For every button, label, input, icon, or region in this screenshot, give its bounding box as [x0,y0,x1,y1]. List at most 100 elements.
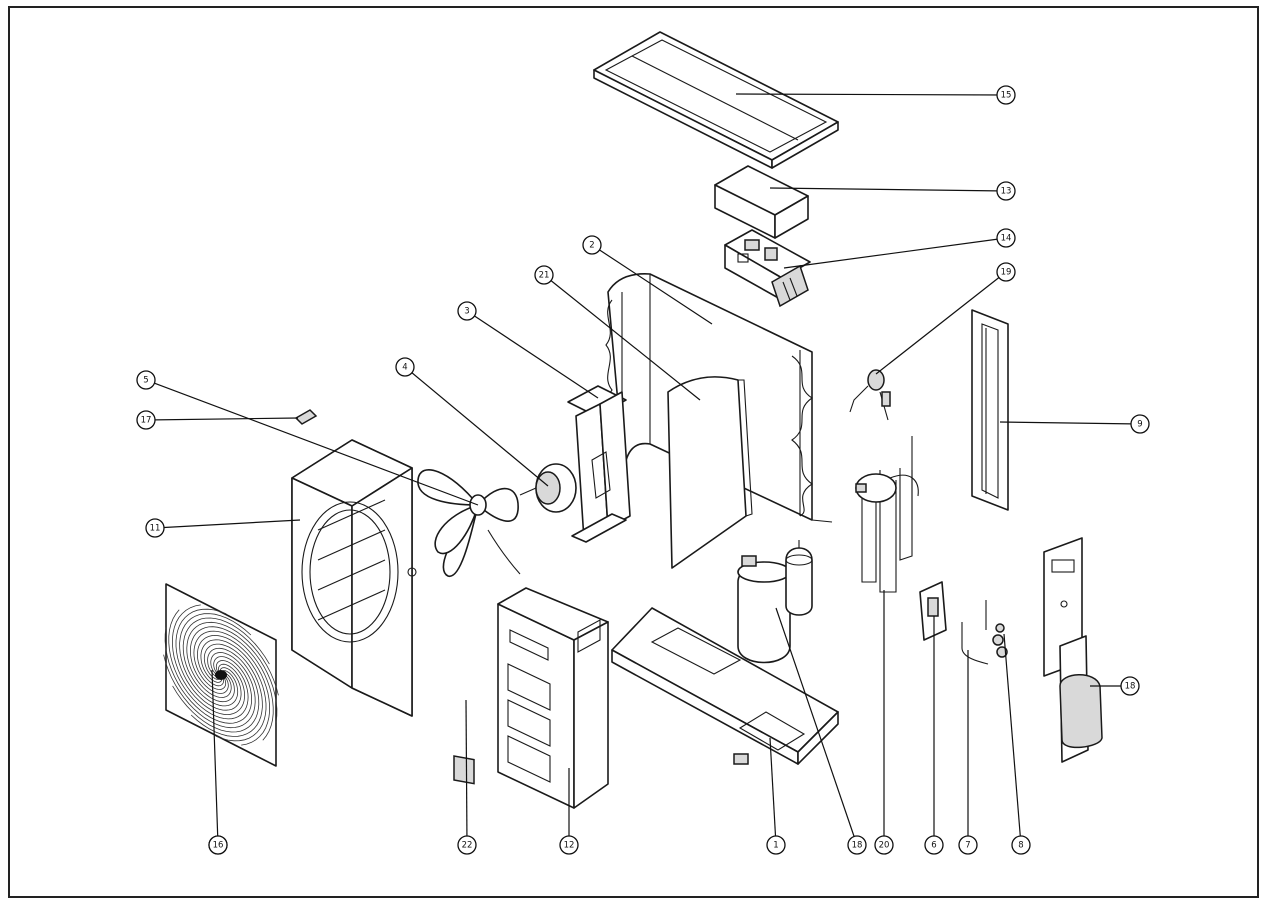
grille-wire [163,652,256,729]
callout-1: 1 [766,835,786,855]
grille-wire [186,621,279,698]
callout-circle [582,235,602,255]
base-pan [611,607,839,765]
callout-number: 21 [539,271,550,281]
callout-circle [996,85,1016,105]
callout-number: 9 [1137,420,1142,430]
rear-panel-right [971,309,1009,511]
callout-number: 22 [462,841,473,851]
grille-wire [168,609,249,720]
callout-circle [136,370,156,390]
grille-wire [179,613,252,707]
connecting-tubes [961,600,989,665]
leader-line-19 [875,271,1007,375]
callout-11: 11 [145,518,165,538]
callout-circle [958,835,978,855]
callout-circle [996,181,1016,201]
callout-15: 15 [996,85,1016,105]
callout-number: 14 [1001,234,1012,244]
callout-circle [457,835,477,855]
callout-number: 8 [1018,841,1023,851]
leader-line-5 [145,379,479,506]
callout-5: 5 [136,370,156,390]
callout-number: 16 [213,841,224,851]
callout-circle [847,835,867,855]
front-panel [291,439,417,717]
grille-wire [164,627,253,724]
callout-circle [924,835,944,855]
callout-number: 18 [852,841,863,851]
callout-number: 11 [150,524,161,534]
callout-18: 18 [1120,676,1140,696]
leader-line-13 [769,187,1007,192]
callout-19: 19 [996,262,1016,282]
top-cover [593,31,839,169]
callout-6: 6 [924,835,944,855]
callout-18: 18 [847,835,867,855]
compressor [737,540,813,664]
leader-lines [145,93,1141,846]
grille-wire [189,626,278,723]
leader-line-14 [783,237,1007,269]
grille-wire [172,604,246,716]
callout-21: 21 [534,265,554,285]
callout-circle [996,228,1016,248]
partition-plate [667,376,753,569]
valve-cover-panel [1043,537,1103,763]
grille-wire [172,647,260,733]
callout-2: 2 [582,235,602,255]
drain-plug [453,755,475,785]
callout-number: 13 [1001,187,1012,197]
motor-bracket [567,385,631,543]
callout-circle [1130,414,1150,434]
callout-circle [145,518,165,538]
callout-number: 5 [143,376,148,386]
callout-number: 15 [1001,91,1012,101]
callout-number: 20 [879,841,890,851]
callout-number: 1 [773,841,778,851]
page-border [8,6,1259,898]
callout-number: 3 [464,307,469,317]
service-valves [992,623,1008,658]
callout-number: 2 [589,241,594,251]
leader-line-4 [404,366,549,487]
grille-wire [200,639,267,742]
leader-line-9 [999,421,1141,425]
callout-number: 7 [965,841,970,851]
callout-circle [534,265,554,285]
control-board-assembly [724,229,811,308]
four-way-valve-coil [849,369,891,421]
clip-part [294,409,318,425]
callout-number: 12 [564,841,575,851]
callout-13: 13 [996,181,1016,201]
callout-4: 4 [395,357,415,377]
callout-circle [766,835,786,855]
callout-circle [136,410,156,430]
terminal-block [919,581,947,641]
callout-22: 22 [457,835,477,855]
leader-line-17 [145,417,299,421]
callout-circle [1011,835,1031,855]
leader-line-2 [591,244,713,325]
grille-wire [193,630,274,741]
callout-markers: 1234567891011121314151617181819202122 [136,85,1150,855]
leader-line-22 [465,699,468,846]
leader-line-8 [1003,633,1022,846]
callout-17: 17 [136,410,156,430]
callout-8: 8 [1011,835,1031,855]
side-panel [497,587,609,809]
callout-20: 20 [874,835,894,855]
callout-16: 16 [208,835,228,855]
electric-box-cover [714,165,809,239]
fan-grille [163,583,279,767]
callout-circle [395,357,415,377]
grille-wire [175,608,242,711]
callout-3: 3 [457,301,477,321]
grille-wire [196,634,270,746]
leader-line-18 [775,607,858,846]
callout-circle [208,835,228,855]
callout-number: 19 [1001,268,1012,278]
leader-line-21 [543,274,701,401]
leader-line-11 [154,519,301,529]
